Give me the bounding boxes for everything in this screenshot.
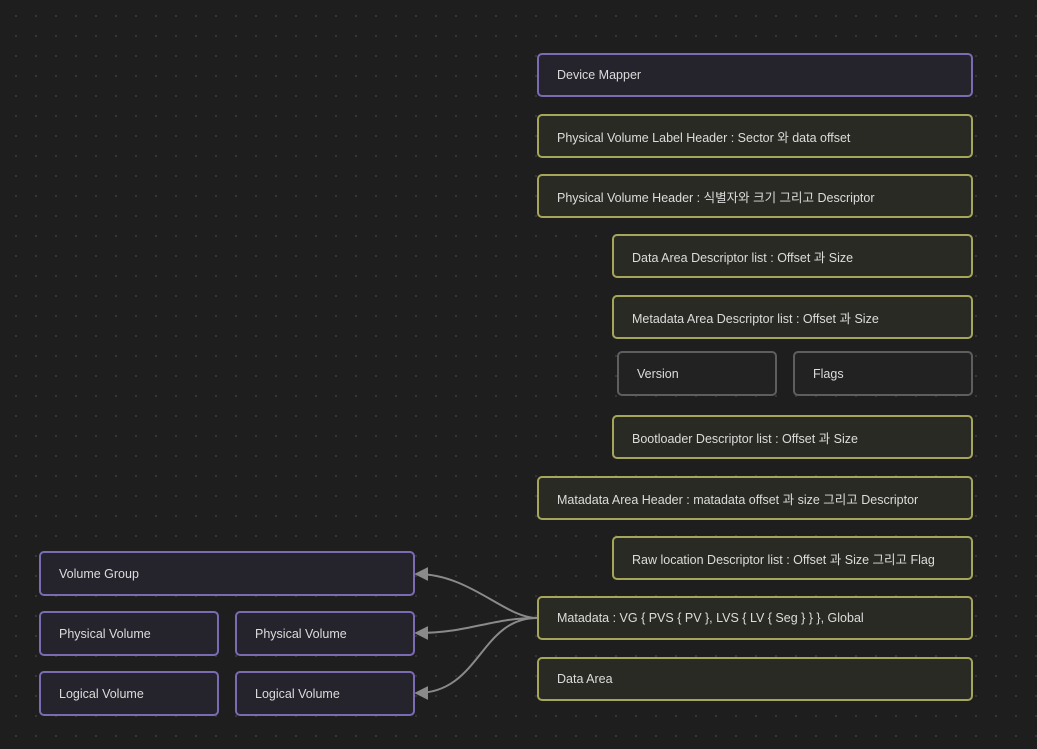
edge-metadata-to-physical-volume xyxy=(414,617,538,640)
node-data-area[interactable]: Data Area xyxy=(537,657,973,701)
node-label: Version xyxy=(637,366,679,381)
node-label: Volume Group xyxy=(59,566,139,581)
node-label: Flags xyxy=(813,366,844,381)
node-label: Data Area Descriptor list : Offset 과 Siz… xyxy=(632,250,854,265)
node-label: Physical Volume xyxy=(255,626,347,641)
node-device-mapper[interactable]: Device Mapper xyxy=(537,53,973,97)
node-data-area-descriptor-list[interactable]: Data Area Descriptor list : Offset 과 Siz… xyxy=(612,234,973,278)
node-label: Physical Volume xyxy=(59,626,151,641)
node-bootloader-descriptor-list[interactable]: Bootloader Descriptor list : Offset 과 Si… xyxy=(612,415,973,459)
node-version[interactable]: Version xyxy=(617,351,777,396)
node-label: Physical Volume Label Header : Sector 와 … xyxy=(557,130,851,145)
node-label: Device Mapper xyxy=(557,68,642,82)
node-label: Raw location Descriptor list : Offset 과 … xyxy=(632,552,935,567)
node-volume-group[interactable]: Volume Group xyxy=(39,551,415,596)
node-label: Data Area xyxy=(557,672,613,686)
node-label: Bootloader Descriptor list : Offset 과 Si… xyxy=(632,431,858,446)
node-label: Logical Volume xyxy=(255,686,340,701)
node-physical-volume[interactable]: Physical Volume xyxy=(235,611,415,656)
node-flags[interactable]: Flags xyxy=(793,351,973,396)
node-label: Physical Volume Header : 식별자와 크기 그리고 Des… xyxy=(557,190,875,205)
node-metadata-area-header[interactable]: Matadata Area Header : matadata offset 과… xyxy=(537,476,973,520)
node-label: Logical Volume xyxy=(59,686,144,701)
node-physical-volume[interactable]: Physical Volume xyxy=(39,611,219,656)
node-physical-volume-header[interactable]: Physical Volume Header : 식별자와 크기 그리고 Des… xyxy=(537,174,973,218)
node-logical-volume[interactable]: Logical Volume xyxy=(235,671,415,716)
edge-metadata-to-logical-volume xyxy=(414,617,538,700)
node-metadata-area-descriptor-list[interactable]: Metadata Area Descriptor list : Offset 과… xyxy=(612,295,973,339)
node-metadata[interactable]: Matadata : VG { PVS { PV }, LVS { LV { S… xyxy=(537,596,973,640)
edge-metadata-to-volume-group xyxy=(414,567,538,619)
node-label: Matadata : VG { PVS { PV }, LVS { LV { S… xyxy=(557,611,864,625)
node-physical-volume-label-header[interactable]: Physical Volume Label Header : Sector 와 … xyxy=(537,114,973,158)
node-logical-volume[interactable]: Logical Volume xyxy=(39,671,219,716)
node-label: Metadata Area Descriptor list : Offset 과… xyxy=(632,311,879,326)
node-raw-location-descriptor-list[interactable]: Raw location Descriptor list : Offset 과 … xyxy=(612,536,973,580)
node-label: Matadata Area Header : matadata offset 과… xyxy=(557,492,919,507)
